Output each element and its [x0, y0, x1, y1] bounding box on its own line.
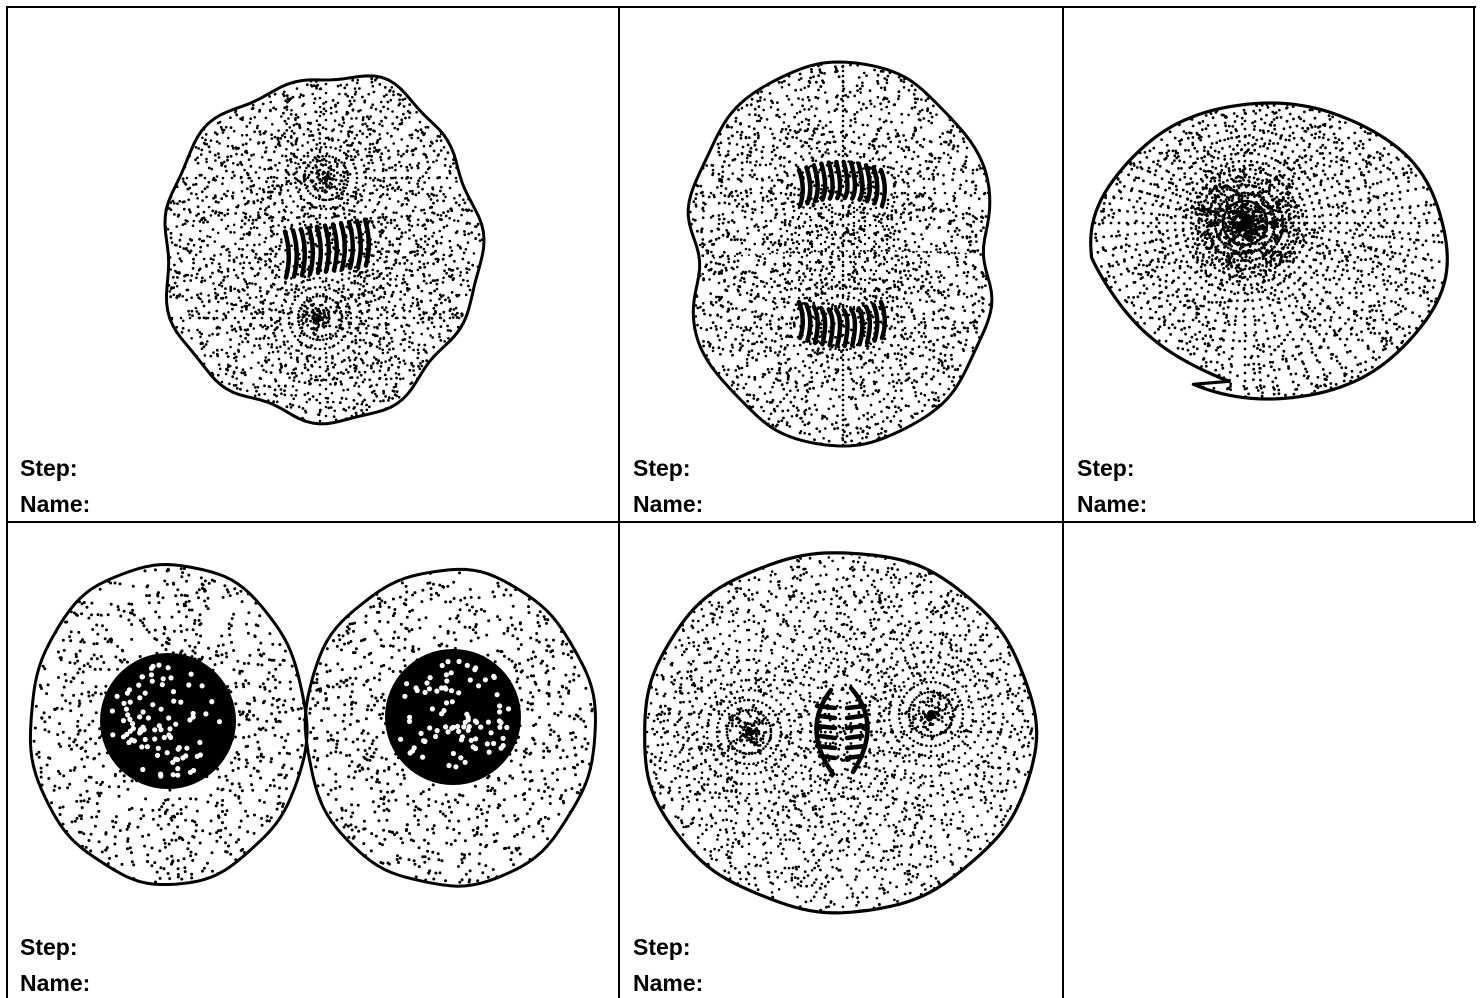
cell-membrane: [165, 76, 484, 424]
step-label: Step:: [1077, 457, 1135, 480]
chromosomes: [285, 220, 369, 278]
cytoplasm-stipple: [164, 77, 483, 422]
early-anaphase-drawing: [8, 8, 618, 521]
cell-prophase: Step: Name:: [1065, 8, 1473, 521]
step-label: Step:: [633, 457, 691, 480]
cell-membrane: [688, 62, 992, 446]
grid-line-middle: [6, 521, 1476, 523]
name-label: Name:: [633, 972, 703, 995]
name-label: Name:: [1077, 493, 1147, 516]
daughter-cells-drawing: [8, 524, 618, 998]
cell-metaphase: Step: Name:: [621, 524, 1062, 998]
cell-telophase: Step: Name:: [621, 8, 1062, 521]
prophase-drawing: [1065, 8, 1473, 521]
cell-early-anaphase: Step: Name:: [8, 8, 618, 521]
grid-line-right: [1473, 6, 1475, 523]
name-label: Name:: [633, 493, 703, 516]
cell-empty: [1065, 524, 1473, 998]
centrosome-aster: [303, 159, 347, 201]
name-label: Name:: [20, 972, 90, 995]
step-label: Step:: [20, 936, 78, 959]
step-label: Step:: [20, 457, 78, 480]
grid-line-left: [6, 6, 8, 998]
step-label: Step:: [633, 936, 691, 959]
grid-line-col1: [618, 6, 620, 998]
telophase-drawing: [621, 8, 1062, 521]
nucleus: [385, 649, 521, 785]
cell-daughter-cells: Step: Name:: [8, 524, 618, 998]
metaphase-drawing: [621, 524, 1062, 998]
grid-line-col2: [1062, 6, 1064, 998]
centrosome-aster: [298, 298, 341, 338]
nucleus: [100, 653, 236, 789]
spindle-fibers: [169, 79, 479, 423]
grid-line-top: [6, 6, 1476, 8]
cell-membrane: [1091, 103, 1448, 399]
cytoplasm-stipple: [689, 63, 991, 445]
name-label: Name:: [20, 493, 90, 516]
